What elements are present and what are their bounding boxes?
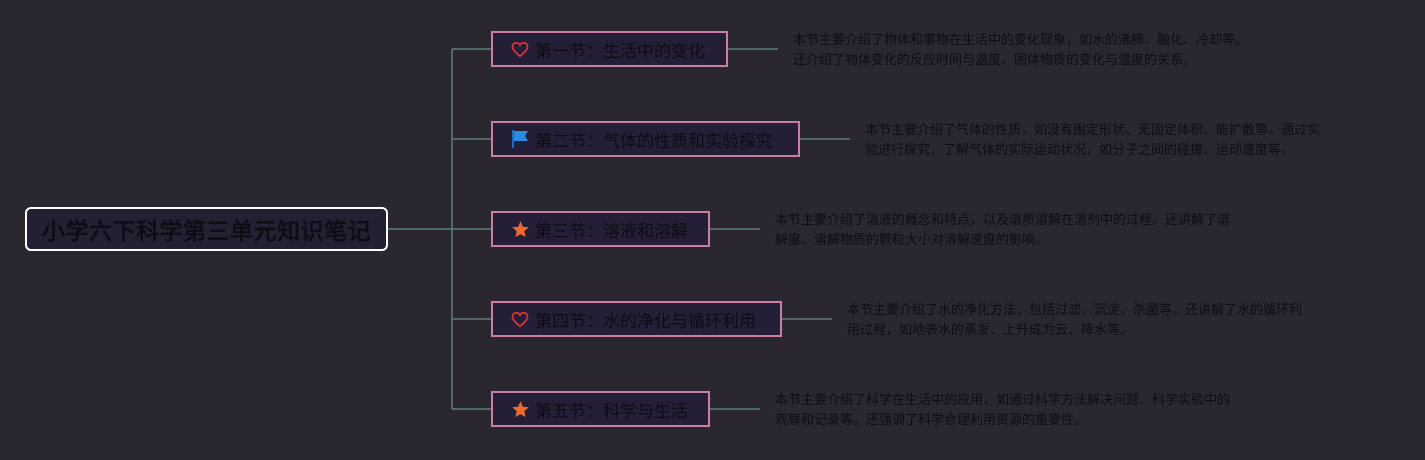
star-icon xyxy=(510,399,530,419)
note-line: 用过程，如地表水的蒸发、上升成为云、降水等。 xyxy=(847,323,1134,338)
note-5: 本节主要介绍了科学在生活中的应用，如通过科学方法解决问题、科学实验中的 观察和记… xyxy=(775,391,1230,431)
note-line: 本节主要介绍了物体和事物在生活中的变化现象，如水的沸腾、融化、冷却等。 xyxy=(793,33,1249,48)
note-2: 本节主要介绍了气体的性质，如没有固定形状、无固定体积、能扩散等。通过实 验进行探… xyxy=(865,121,1320,161)
branch-label: 第二节：气体的性质和实验探究 xyxy=(535,131,773,152)
branch-label: 第三节：溶液和溶解 xyxy=(535,221,688,242)
note-4: 本节主要介绍了水的净化方法，包括过滤、沉淀、杀菌等。还讲解了水的循环利 用过程，… xyxy=(847,301,1302,341)
branch-label: 第一节：生活中的变化 xyxy=(535,41,705,62)
branch-topic-1[interactable]: 第一节：生活中的变化 xyxy=(491,31,728,67)
note-line: 验进行探究，了解气体的实际运动状况，如分子之间的碰撞、运动速度等。 xyxy=(865,143,1295,158)
note-3: 本节主要介绍了溶液的概念和特点，以及溶质溶解在溶剂中的过程。还讲解了溶 解度、溶… xyxy=(775,211,1230,251)
branch-topic-3[interactable]: 第三节：溶液和溶解 xyxy=(491,211,710,247)
heart-icon xyxy=(510,309,530,329)
branch-topic-5[interactable]: 第五节：科学与生活 xyxy=(491,391,710,427)
note-line: 还介绍了物体变化的反应时间与温度、固体物质的变化与温度的关系。 xyxy=(793,53,1197,68)
note-line: 本节主要介绍了水的净化方法，包括过滤、沉淀、杀菌等。还讲解了水的循环利 xyxy=(847,303,1303,318)
flag-icon xyxy=(510,129,530,149)
note-line: 本节主要介绍了溶液的概念和特点，以及溶质溶解在溶剂中的过程。还讲解了溶 xyxy=(775,213,1231,228)
root-topic[interactable]: 小学六下科学第三单元知识笔记 xyxy=(25,207,388,251)
branch-label: 第四节：水的净化与循环利用 xyxy=(535,311,756,332)
branch-topic-4[interactable]: 第四节：水的净化与循环利用 xyxy=(491,301,782,337)
heart-icon xyxy=(510,39,530,59)
star-icon xyxy=(510,219,530,239)
branch-label: 第五节：科学与生活 xyxy=(535,401,688,422)
note-line: 本节主要介绍了科学在生活中的应用，如通过科学方法解决问题、科学实验中的 xyxy=(775,393,1231,408)
note-line: 解度、溶解物质的颗粒大小对溶解速度的影响。 xyxy=(775,233,1049,248)
note-line: 本节主要介绍了气体的性质，如没有固定形状、无固定体积、能扩散等。通过实 xyxy=(865,123,1321,138)
branch-topic-2[interactable]: 第二节：气体的性质和实验探究 xyxy=(491,121,800,157)
root-title: 小学六下科学第三单元知识笔记 xyxy=(42,219,371,245)
note-1: 本节主要介绍了物体和事物在生活中的变化现象，如水的沸腾、融化、冷却等。 还介绍了… xyxy=(793,31,1248,71)
note-line: 观察和记录等。还强调了科学合理利用资源的重要性。 xyxy=(775,413,1088,428)
